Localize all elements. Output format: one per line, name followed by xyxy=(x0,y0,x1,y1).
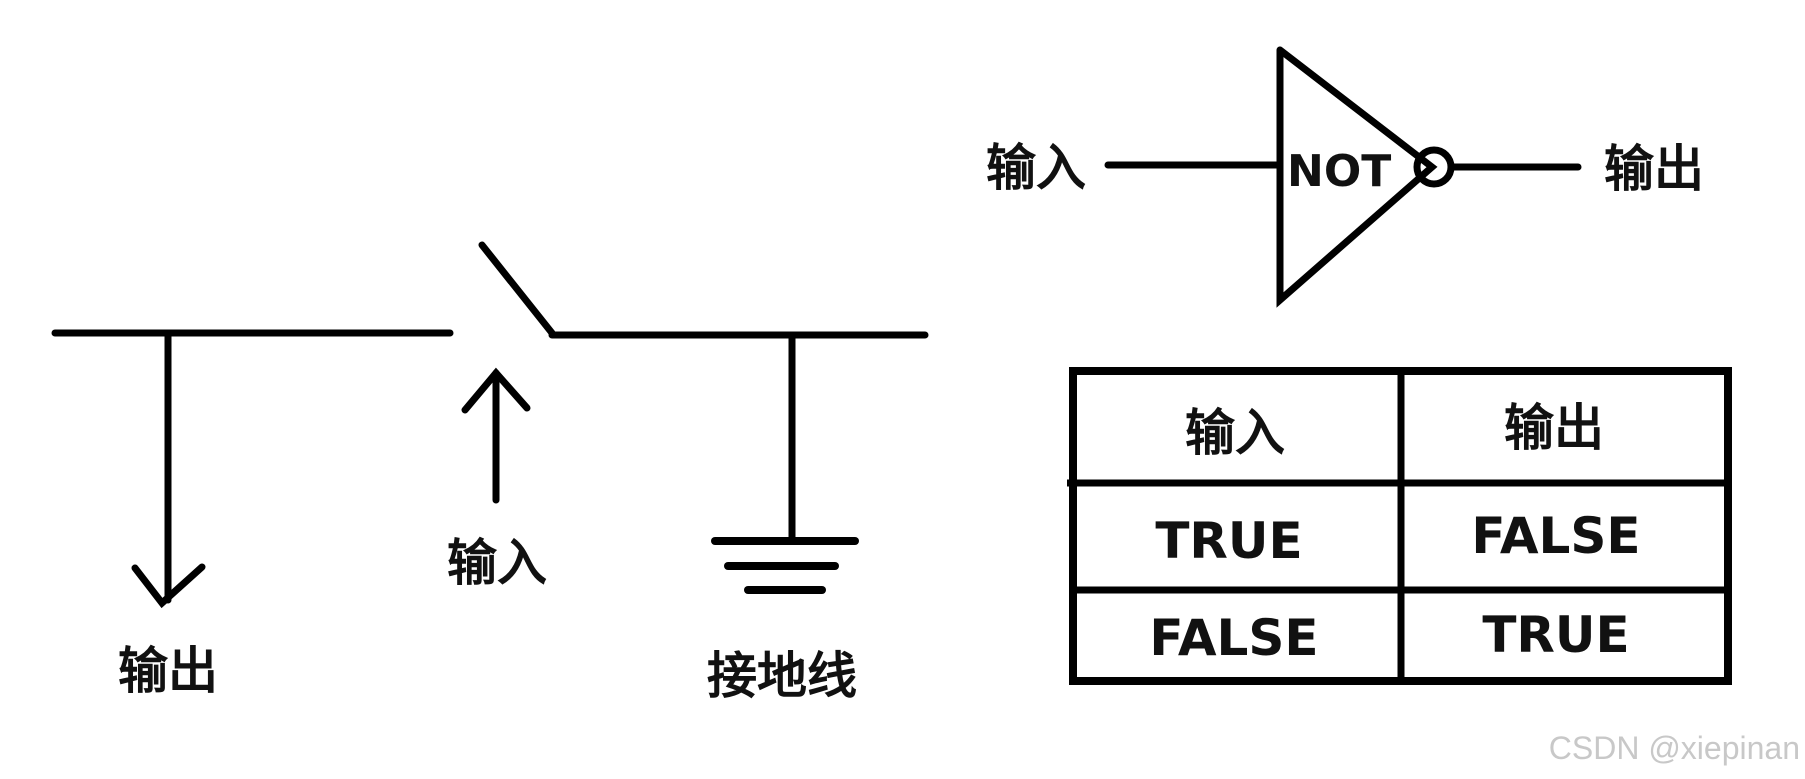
switch-circuit xyxy=(51,241,929,609)
switch-blade xyxy=(478,241,556,337)
gate-output-label: 输出 xyxy=(1604,140,1704,198)
not-gate-symbol xyxy=(1104,46,1582,308)
truth-table: 输入 输出 TRUE FALSE FALSE TRUE xyxy=(1067,367,1732,685)
table-cell: TRUE xyxy=(1482,606,1629,664)
table-header-input: 输入 xyxy=(1185,404,1285,462)
output-arrow-icon xyxy=(131,563,206,609)
table-cell: FALSE xyxy=(1471,507,1640,565)
switch-output-label: 输出 xyxy=(118,642,218,700)
not-gate-triangle-icon xyxy=(1276,46,1438,308)
ground-symbol-icon xyxy=(711,537,859,594)
ground-label: 接地线 xyxy=(707,647,857,705)
gate-label: NOT xyxy=(1287,146,1391,197)
table-header-output: 输出 xyxy=(1504,399,1604,457)
table-cell: TRUE xyxy=(1155,512,1302,570)
table-cell: FALSE xyxy=(1149,609,1318,667)
watermark-text: CSDN @xiepinan xyxy=(1549,730,1800,766)
input-arrow-icon xyxy=(461,367,531,414)
switch-input-label: 输入 xyxy=(447,534,547,592)
gate-input-label: 输入 xyxy=(986,139,1086,197)
